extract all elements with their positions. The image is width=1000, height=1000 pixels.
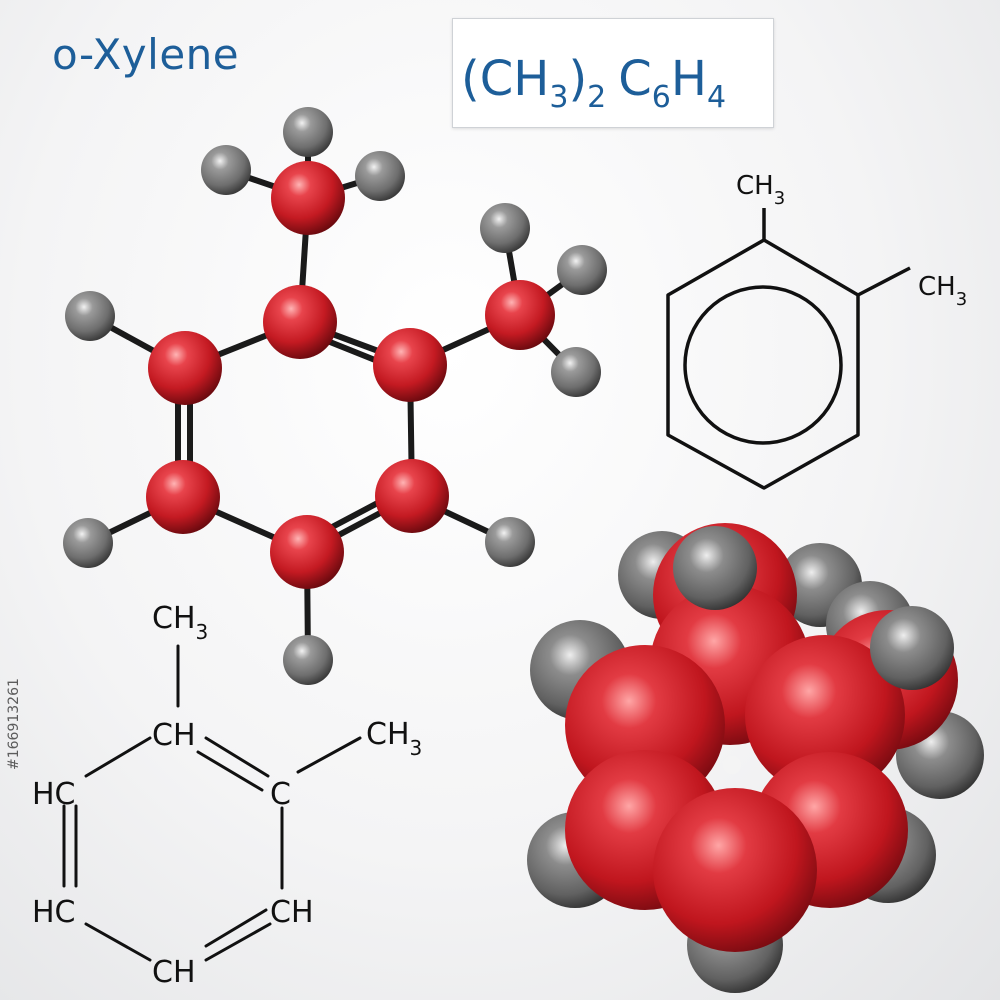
hydrogen-atom — [480, 203, 530, 253]
formula-prefix: (CH — [461, 51, 549, 107]
carbon-atom — [271, 161, 345, 235]
hydrogen-atom — [283, 635, 333, 685]
structural-atom-bottom: CH — [152, 955, 196, 990]
structural-bond-top-left — [84, 736, 152, 778]
benzene-hexagon — [666, 238, 860, 490]
page-title: o-Xylene — [52, 30, 240, 79]
structural-formula — [62, 644, 362, 962]
ball-and-stick-model — [63, 107, 607, 685]
skeletal-formula — [666, 208, 911, 490]
sf-ring-center-hole — [723, 756, 741, 774]
skeletal-methyl-right-label: CH3 — [918, 272, 967, 310]
sf-carbon — [653, 788, 817, 952]
formula-sub-6: 6 — [652, 80, 671, 115]
structural-bond-bottom-right — [204, 922, 272, 962]
aromatic-ring-circle — [683, 285, 843, 445]
carbon-atom — [375, 459, 449, 533]
skeletal-bond-methyl-right — [857, 266, 911, 297]
hydrogen-atom — [65, 291, 115, 341]
watermark-id: #166913261 — [6, 678, 22, 770]
sf-hydrogen — [673, 526, 757, 610]
hydrogen-atom — [551, 347, 601, 397]
structural-atom-right: C — [270, 777, 291, 812]
carbon-atom — [148, 331, 222, 405]
formula-close-paren: ) — [568, 51, 587, 107]
structural-bond-top-right-double — [196, 750, 264, 792]
structural-methyl-right-label: CH3 — [366, 717, 422, 760]
formula-sub-4: 4 — [707, 80, 726, 115]
structural-labels: CH3 CH3 CH C HC HC CH CH — [32, 601, 422, 990]
structural-atom-top: CH — [152, 718, 196, 753]
sf-hydrogen — [870, 606, 954, 690]
structural-bond-methyl-right — [296, 736, 362, 774]
formula-carbon: C — [618, 51, 652, 107]
hydrogen-atom — [63, 518, 113, 568]
hydrogen-atom — [485, 517, 535, 567]
carbon-atom — [146, 460, 220, 534]
hydrogen-atom — [355, 151, 405, 201]
carbon-atom — [263, 285, 337, 359]
structural-atom-left-upper: HC — [32, 777, 76, 812]
structural-bond-bottom-right-double — [204, 908, 268, 948]
space-filling-model — [527, 523, 984, 993]
formula-sub-3: 3 — [549, 80, 568, 115]
structural-atom-right-lower: CH — [270, 895, 314, 930]
sf-carbon — [745, 635, 905, 795]
hydrogen-atom — [201, 145, 251, 195]
formula-hydrogen: H — [671, 51, 707, 107]
model-atoms — [63, 107, 607, 685]
carbon-atom — [373, 328, 447, 402]
structural-bond-top-right — [204, 736, 270, 778]
carbon-atom — [270, 515, 344, 589]
hydrogen-atom — [283, 107, 333, 157]
structural-bond-bottom-left — [84, 922, 152, 962]
hydrogen-atom — [557, 245, 607, 295]
skeletal-methyl-top-label: CH3 — [736, 171, 785, 209]
structural-atom-left-lower: HC — [32, 895, 76, 930]
formula-sub-2: 2 — [587, 80, 606, 115]
structural-methyl-top-label: CH3 — [152, 601, 208, 644]
carbon-atom — [485, 280, 555, 350]
